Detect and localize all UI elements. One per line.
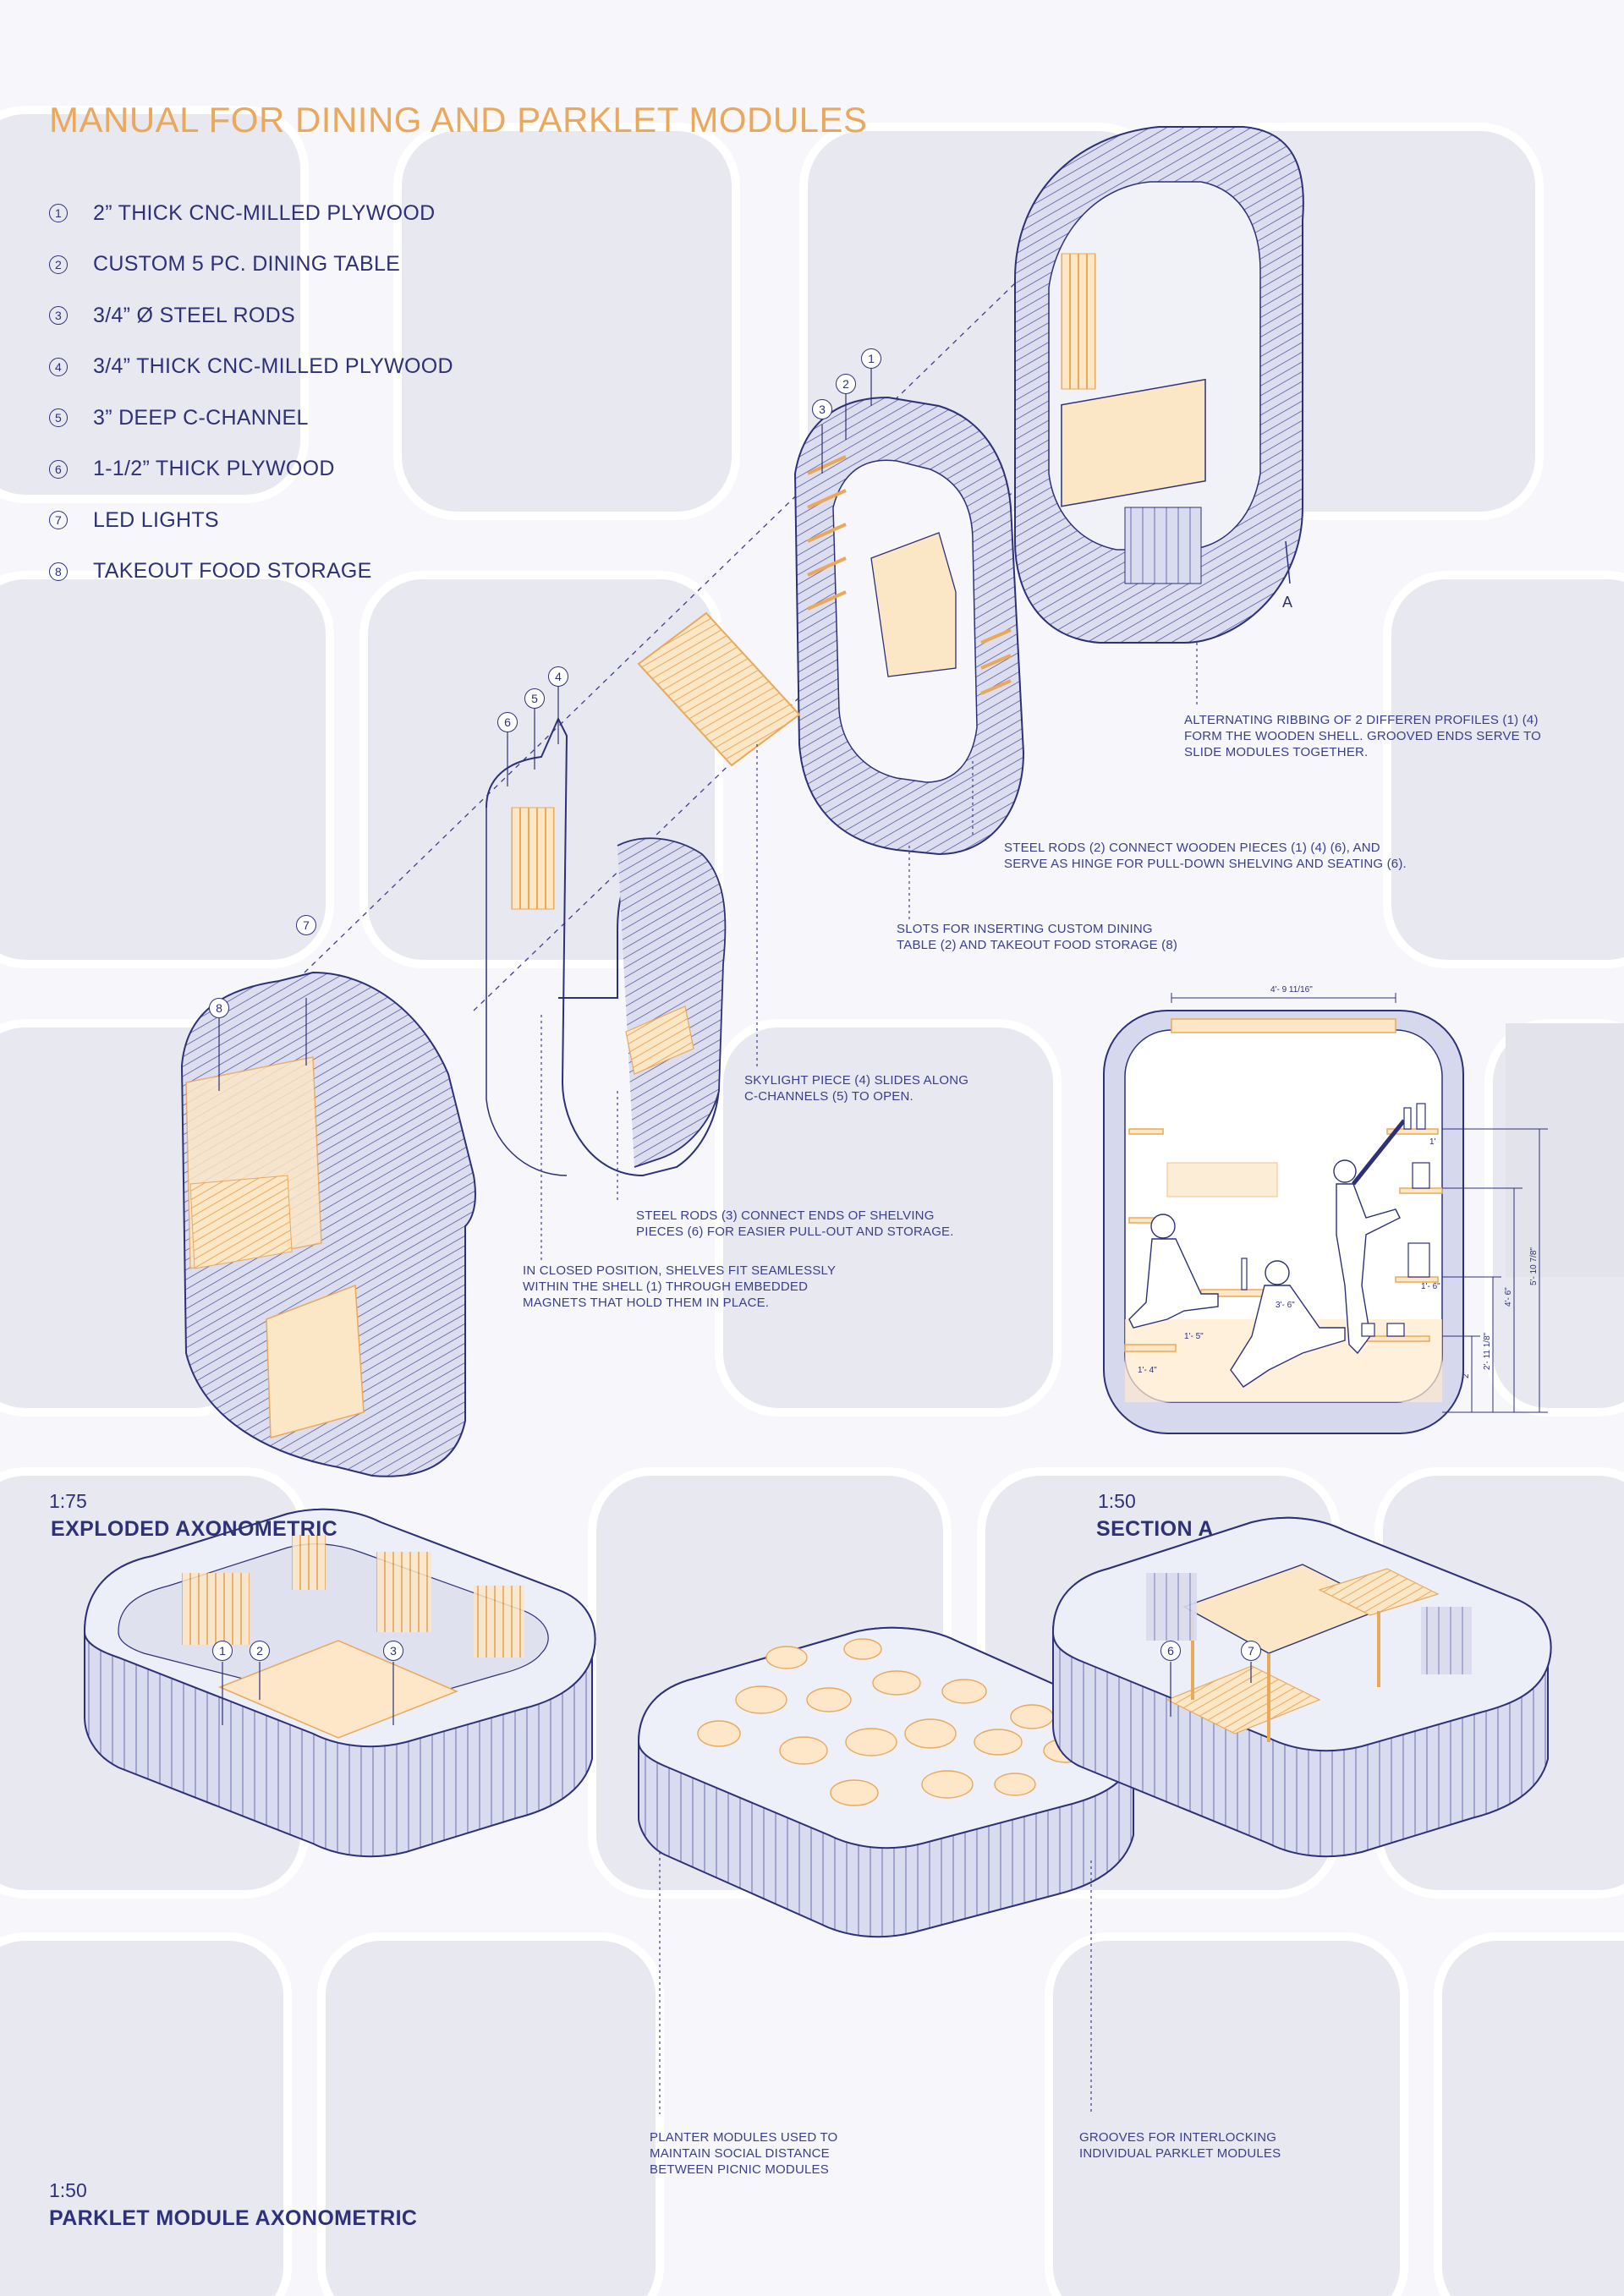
parklet-callout-3: 3: [383, 1641, 403, 1661]
dim-table: 3'- 6": [1276, 1301, 1295, 1310]
callout-4: 4: [548, 666, 568, 687]
parklet-scale: 1:50: [49, 2179, 87, 2201]
legend-item: 4 3/4” THICK CNC-MILLED PLYWOOD: [49, 342, 453, 393]
legend-item: 6 1-1/2” THICK PLYWOOD: [49, 444, 453, 496]
note-grooves: GROOVES FOR INTERLOCKING INDIVIDUAL PARK…: [1079, 2130, 1281, 2161]
note-slots: SLOTS FOR INSERTING CUSTOM DINING TABLE …: [897, 922, 1178, 952]
page-title: MANUAL FOR DINING AND PARKLET MODULES: [49, 100, 868, 140]
legend-number: 2: [49, 255, 68, 274]
note-planter: PLANTER MODULES USED TO MAINTAIN SOCIAL …: [650, 2130, 838, 2177]
note-closed-position: IN CLOSED POSITION, SHELVES FIT SEAMLESS…: [523, 1263, 837, 1310]
note-skylight: SKYLIGHT PIECE (4) SLIDES ALONG C-CHANNE…: [744, 1073, 969, 1104]
section-cut-label: A: [1282, 594, 1293, 611]
legend-text: CUSTOM 5 PC. DINING TABLE: [93, 252, 401, 277]
dim-seat-h: 1'- 5": [1184, 1332, 1204, 1341]
legend-text: 3/4” THICK CNC-MILLED PLYWOOD: [93, 354, 453, 379]
exploded-caption: EXPLODED AXONOMETRIC: [51, 1517, 338, 1541]
legend-number: 7: [49, 511, 68, 530]
dim-top: 4'- 9 11/16": [1270, 985, 1313, 995]
legend-number: 8: [49, 562, 68, 581]
legend-number: 6: [49, 459, 68, 479]
dim-seat: 1'- 4": [1138, 1366, 1157, 1375]
dim-h4: 2': [1462, 1372, 1471, 1378]
shell-module-outer: [1014, 126, 1304, 644]
callout-3: 3: [812, 399, 832, 419]
callout-2: 2: [836, 374, 856, 394]
legend-text: LED LIGHTS: [93, 507, 219, 532]
parklet-module-planter: [637, 1626, 1136, 1938]
callout-7: 7: [296, 915, 316, 935]
legend-item: 5 3” DEEP C-CHANNEL: [49, 392, 453, 444]
callout-8: 8: [209, 998, 229, 1018]
legend-text: 3/4” Ø STEEL RODS: [93, 303, 295, 327]
callout-1: 1: [861, 348, 881, 369]
material-legend: 1 2” THICK CNC-MILLED PLYWOOD 2 CUSTOM 5 P…: [49, 188, 453, 597]
note-steel-rods-shelving: STEEL RODS (3) CONNECT ENDS OF SHELVING …: [636, 1208, 954, 1239]
legend-item: 3 3/4” Ø STEEL RODS: [49, 290, 453, 342]
legend-item: 8 TAKEOUT FOOD STORAGE: [49, 546, 453, 598]
parklet-module-dining: [83, 1508, 596, 1858]
legend-text: 1-1/2” THICK PLYWOOD: [93, 457, 335, 481]
parklet-callout-7: 7: [1241, 1641, 1261, 1661]
legend-number: 4: [49, 357, 68, 376]
callout-5: 5: [524, 688, 545, 709]
legend-text: 2” THICK CNC-MILLED PLYWOOD: [93, 200, 436, 225]
parklet-callout-1: 1: [212, 1641, 233, 1661]
legend-item: 2 CUSTOM 5 PC. DINING TABLE: [49, 239, 453, 291]
legend-number: 1: [49, 204, 68, 223]
parklet-note-leaders: [659, 1852, 1092, 2114]
note-leaders: [540, 643, 1198, 1260]
shell-module-ring: [793, 396, 1025, 856]
parklet-callout-2: 2: [250, 1641, 270, 1661]
shelving-frame: [486, 716, 727, 1177]
legend-text: 3” DEEP C-CHANNEL: [93, 405, 309, 430]
dim-h2: 4'- 6": [1504, 1287, 1513, 1307]
legend-number: 3: [49, 306, 68, 326]
legend-item: 7 LED LIGHTS: [49, 495, 453, 546]
shell-module-front: [180, 971, 476, 1477]
parklet-module-picnic: [1051, 1516, 1552, 1858]
parklet-caption: PARKLET MODULE AXONOMETRIC: [49, 2206, 418, 2230]
dim-h1: 5'- 10 7/8": [1529, 1247, 1539, 1285]
section-scale: 1:50: [1098, 1490, 1136, 1512]
section-caption: SECTION A: [1096, 1517, 1214, 1541]
note-ribbing: ALTERNATING RIBBING OF 2 DIFFEREN PROFIL…: [1184, 713, 1541, 759]
legend-item: 1 2” THICK CNC-MILLED PLYWOOD: [49, 188, 453, 239]
dim-shelf-2: 1'- 6": [1421, 1282, 1440, 1291]
legend-text: TAKEOUT FOOD STORAGE: [93, 559, 372, 584]
skylight-piece: [637, 611, 801, 767]
dim-h3: 2'- 11 1/8": [1483, 1332, 1492, 1370]
exploded-scale: 1:75: [49, 1490, 87, 1512]
callout-leaders: [218, 369, 1252, 1725]
section-a-drawing: [1103, 993, 1548, 1434]
parklet-callout-6: 6: [1160, 1641, 1181, 1661]
callout-6: 6: [497, 712, 518, 732]
legend-number: 5: [49, 408, 68, 428]
note-steel-rods-hinge: STEEL RODS (2) CONNECT WOODEN PIECES (1)…: [1004, 841, 1407, 871]
dim-shelf: 1': [1429, 1137, 1436, 1147]
